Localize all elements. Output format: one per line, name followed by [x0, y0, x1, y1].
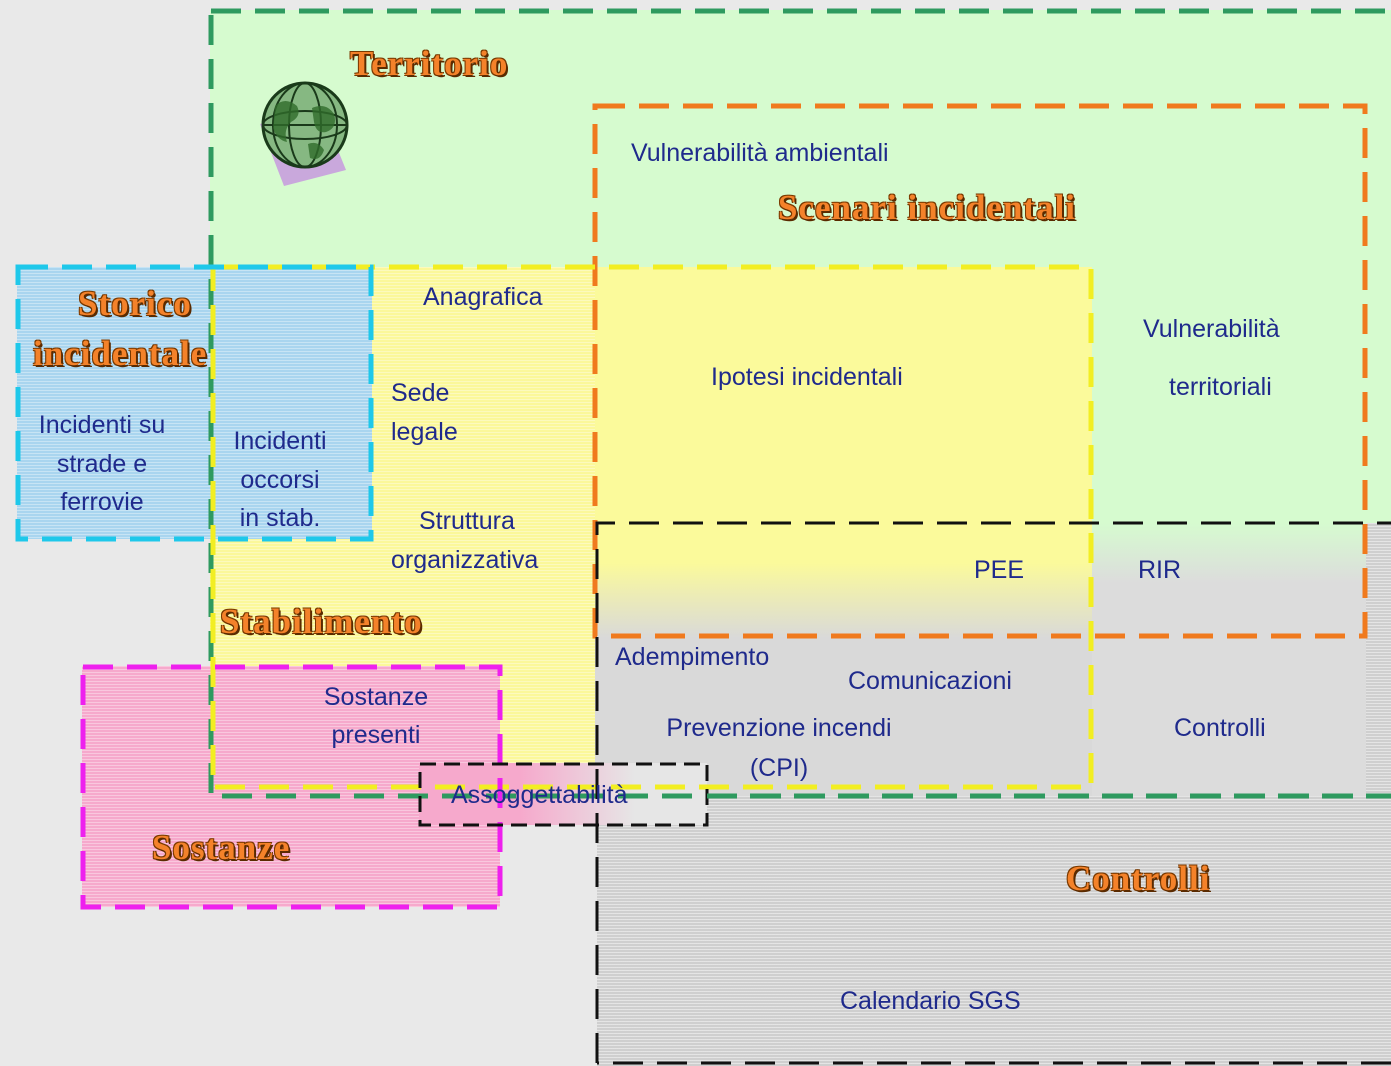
controlli-label: Controlli	[1174, 714, 1266, 742]
adempimento-label: Adempimento	[615, 643, 770, 671]
stabilimento-border	[210, 264, 1094, 790]
controlli-right-strip	[1366, 523, 1391, 796]
storico-title-line2: incidentale	[33, 334, 208, 373]
controlli-area-top-left	[595, 523, 1092, 796]
vulnerabilita-territoriali-line2: territoriali	[1169, 373, 1272, 401]
incidenti-strade-line3: ferrovie	[60, 488, 144, 516]
prevenzione-incendi-line2: (CPI)	[749, 754, 809, 782]
territorio-title: Territorio	[350, 44, 509, 83]
controlli-border	[595, 521, 1391, 1065]
sede-legale-line2: legale	[391, 418, 458, 446]
incidenti-strade-line1: Incidenti su	[38, 411, 166, 439]
anagrafica-label: Anagrafica	[423, 283, 543, 311]
struttura-organizzativa-line1: Struttura	[419, 507, 515, 535]
pee-label: PEE	[974, 556, 1025, 584]
controlli-area	[597, 796, 1391, 1066]
incidenti-stab-line2: occorsi	[240, 466, 320, 494]
calendario-sgs-label: Calendario SGS	[840, 987, 1021, 1015]
sostanze-title: Sostanze	[152, 828, 291, 867]
sostanze-area	[82, 666, 500, 907]
incidenti-strade-line2: strade e	[56, 450, 148, 478]
comunicazioni-label: Comunicazioni	[848, 667, 1012, 695]
scenari-border	[592, 103, 1368, 639]
controlli-area-top-right	[1092, 523, 1391, 796]
assoggettabilita-label: Assoggettabilità	[451, 781, 628, 809]
sostanze-presenti-line2: presenti	[331, 721, 421, 749]
incidenti-stab-line1: Incidenti	[233, 427, 327, 455]
storico-title-line1: Storico	[78, 284, 192, 323]
sostanze-presenti-line1: Sostanze	[323, 683, 429, 711]
struttura-organizzativa-line2: organizzativa	[391, 546, 539, 574]
ipotesi-incidentali-label: Ipotesi incidentali	[711, 363, 903, 391]
vulnerabilita-territoriali-line1: Vulnerabilità	[1143, 315, 1280, 343]
storico-border	[15, 264, 374, 542]
sostanze-border	[80, 664, 503, 910]
incidenti-stab-line3: in stab.	[239, 504, 321, 532]
stabilimento-title: Stabilimento	[220, 602, 423, 641]
rir-label: RIR	[1138, 556, 1182, 584]
globe-icon	[250, 78, 360, 188]
vulnerabilita-ambientali-label: Vulnerabilità ambientali	[631, 139, 889, 167]
scenari-title: Scenari incidentali	[778, 188, 1077, 227]
prevenzione-incendi-line1: Prevenzione incendi	[666, 714, 892, 742]
storico-area	[17, 267, 372, 539]
sede-legale-line1: Sede	[391, 379, 450, 407]
controlli-title: Controlli	[1066, 859, 1211, 898]
stabilimento-scenari-overlap	[595, 267, 1092, 523]
